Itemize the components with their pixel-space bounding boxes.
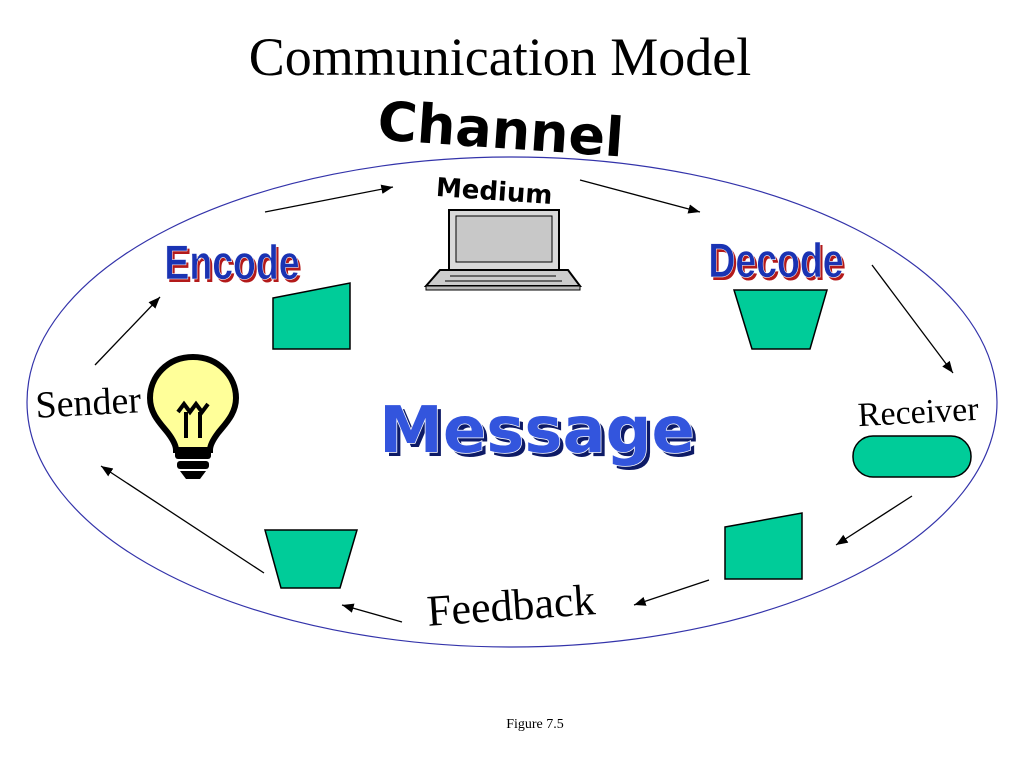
channel-label: Channel xyxy=(376,90,626,170)
feedback-encode-shape xyxy=(724,512,803,580)
encode-label-shadow: Encode xyxy=(167,240,302,294)
lightbulb-icon xyxy=(146,353,240,479)
figure-caption: Figure 7.5 xyxy=(506,717,564,732)
laptop-icon xyxy=(423,209,582,291)
encode-shape xyxy=(272,282,351,350)
receiver-shape xyxy=(852,435,972,478)
feedback-label: Feedback xyxy=(425,575,597,636)
arrow-encode-to-medium xyxy=(264,184,394,213)
medium-label: Medium xyxy=(435,173,553,211)
message-label-shadow: Message xyxy=(383,398,699,472)
channel-ellipse xyxy=(26,156,998,648)
arrow-sender-to-encode xyxy=(94,296,161,366)
receiver-label: Receiver xyxy=(857,391,980,434)
decode-label-shadow: Decode xyxy=(711,238,846,292)
arrow-shape-to-sender xyxy=(100,465,265,574)
decode-label: Decode xyxy=(708,235,843,289)
encode-label: Encode xyxy=(164,237,299,291)
feedback-decode-shape xyxy=(264,529,359,589)
sender-label: Sender xyxy=(34,379,142,426)
arrow-medium-to-decode xyxy=(579,179,701,214)
slide-title: Communication Model xyxy=(248,27,752,87)
message-label-group: Message Message xyxy=(378,393,699,472)
decode-label-group: Decode Decode xyxy=(708,234,846,292)
decode-shape xyxy=(732,289,828,350)
arrow-decode-to-receiver xyxy=(871,264,954,374)
arrow-receiver-to-feedback-shape xyxy=(835,495,913,546)
arrow-feedback-to-shape xyxy=(341,603,403,623)
arrow-shape-to-feedback xyxy=(633,579,710,606)
message-label: Message xyxy=(379,394,695,468)
encode-label-group: Encode Encode xyxy=(164,236,302,294)
